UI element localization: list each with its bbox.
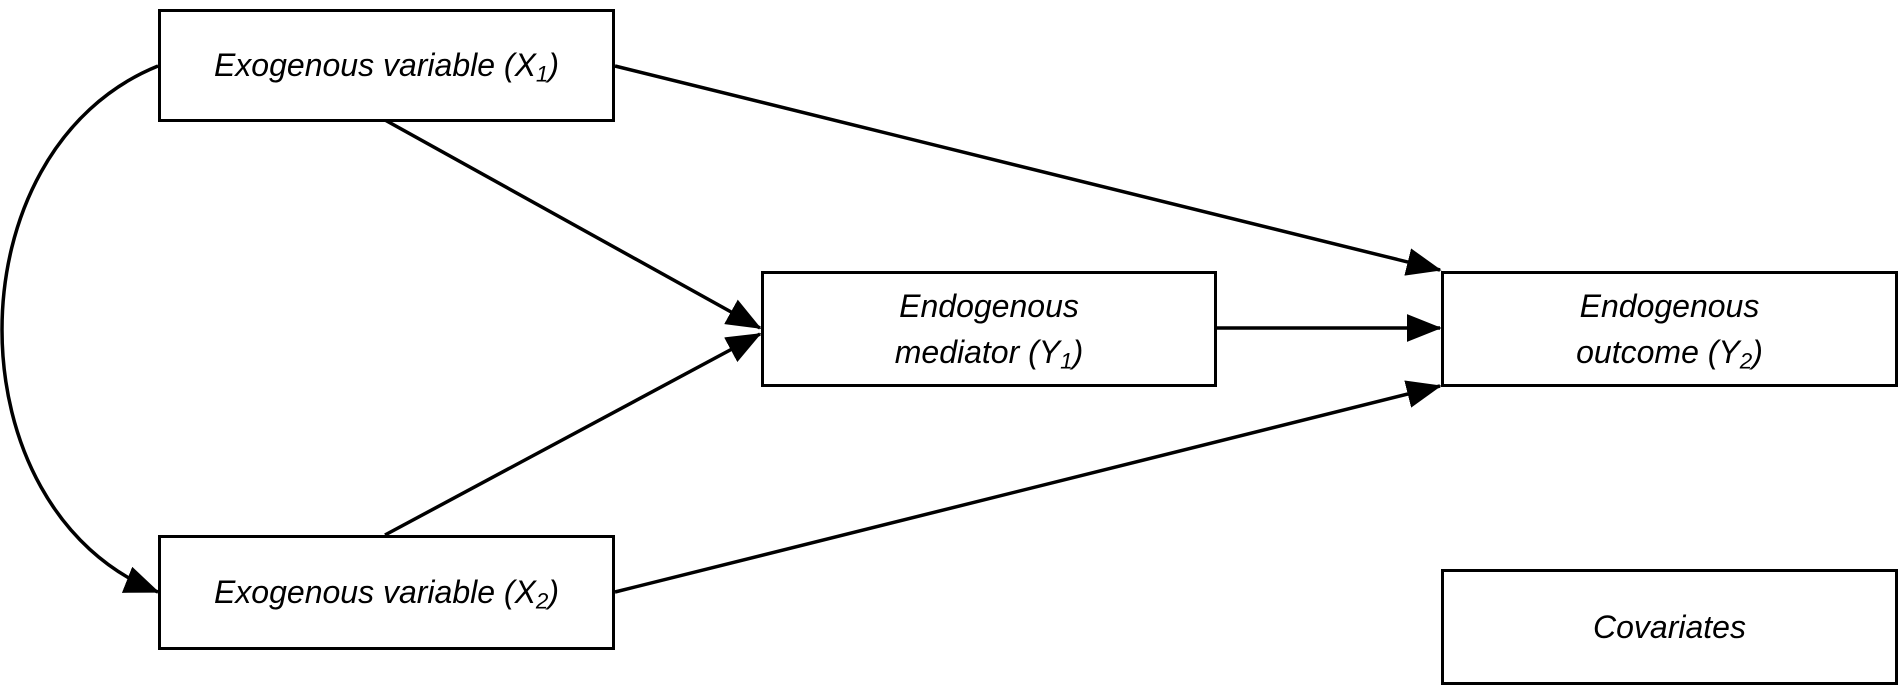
edge-x1-y2	[614, 64, 1442, 276]
node-x1-label: Exogenous variable (X1)	[213, 47, 560, 87]
node-x2-label: Exogenous variable (X2)	[213, 574, 560, 614]
node-exogenous-x1: Exogenous variable (X1)	[158, 9, 615, 122]
edge-x1-x2-covariance	[0, 40, 195, 594]
node-covariates: Covariates	[1441, 569, 1898, 685]
node-y1-label: Endogenous mediator (Y1)	[894, 287, 1084, 374]
edge-x2-y2	[614, 380, 1442, 594]
edge-x2-y1	[384, 332, 762, 537]
node-exogenous-x2: Exogenous variable (X2)	[158, 535, 615, 650]
node-covariates-label: Covariates	[1593, 608, 1746, 645]
node-endogenous-outcome-y2: Endogenous outcome (Y2)	[1441, 271, 1898, 387]
node-endogenous-mediator-y1: Endogenous mediator (Y1)	[761, 271, 1217, 387]
node-y2-label: Endogenous outcome (Y2)	[1576, 287, 1763, 374]
edge-x1-y1	[384, 118, 762, 330]
